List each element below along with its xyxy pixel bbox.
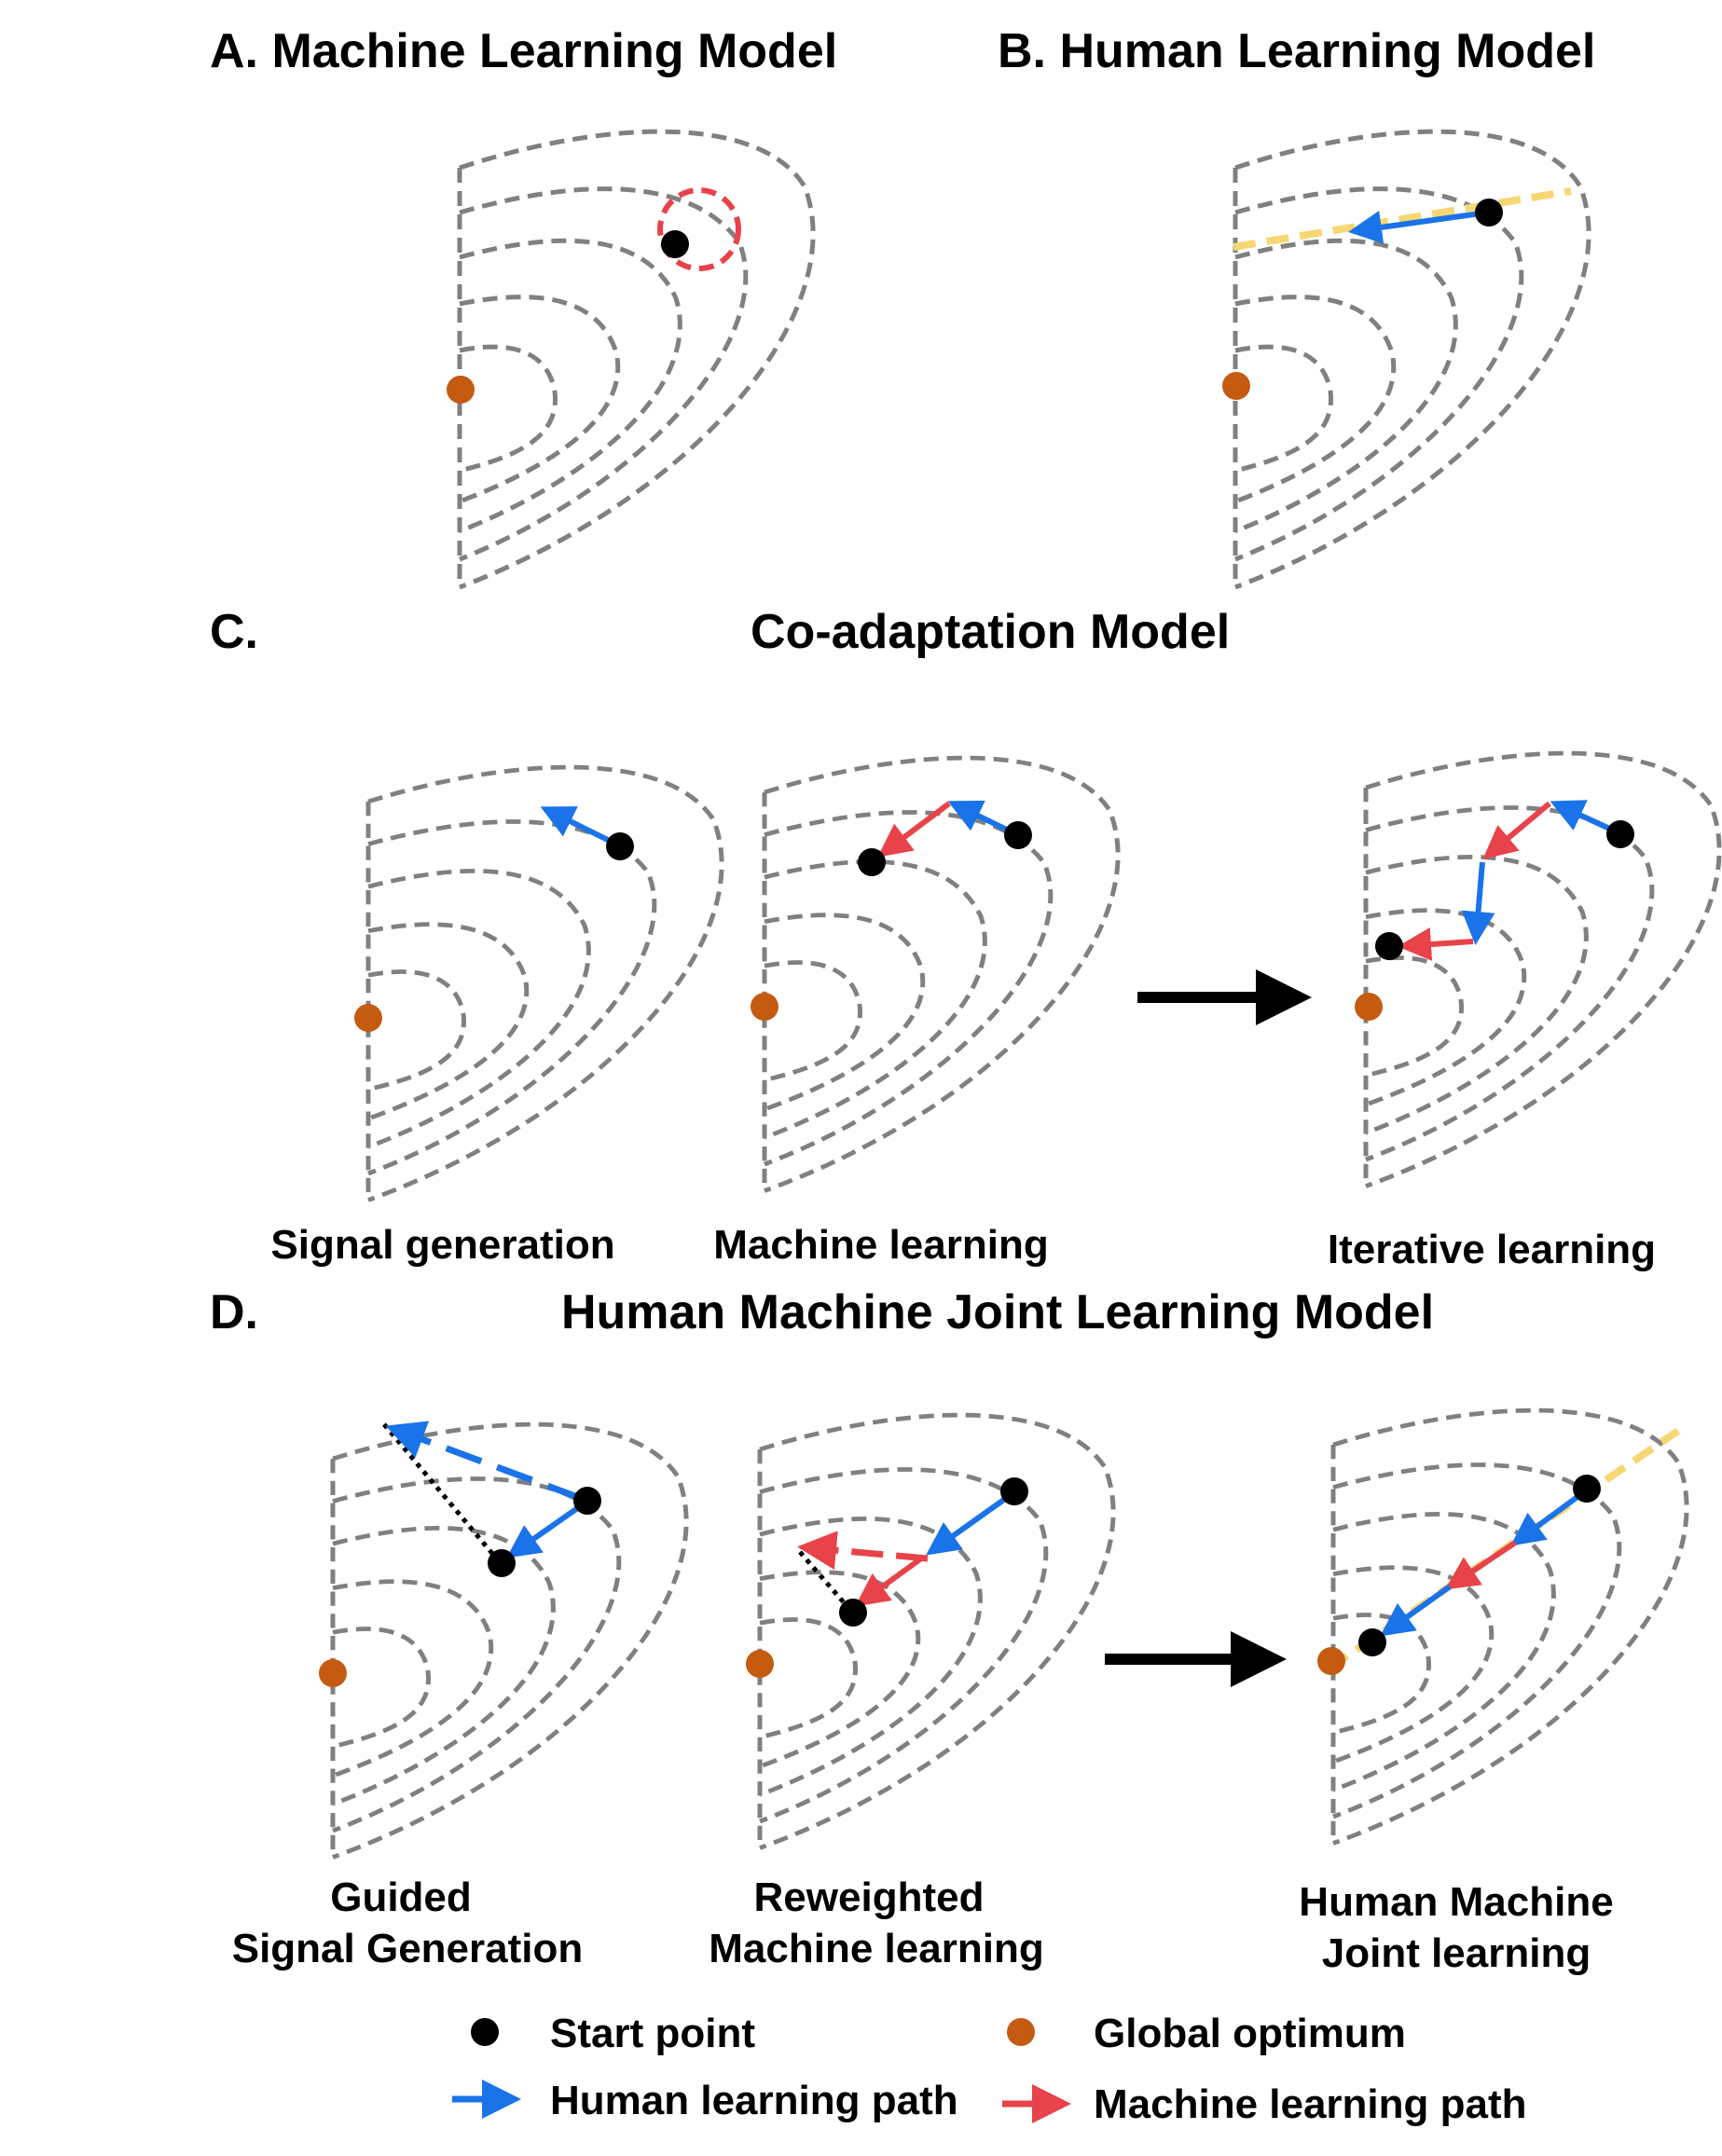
legend-start-point-icon: [471, 2018, 499, 2046]
panel-c-sub2: Machine learning: [713, 758, 1118, 1268]
human-path-arrow: [926, 1491, 1013, 1556]
panel-a-contours: [460, 131, 813, 587]
start-point-marker: [1004, 821, 1032, 849]
start-point-marker: [661, 230, 689, 258]
start-point-marker: [1000, 1477, 1028, 1505]
start-point-marker: [1573, 1475, 1601, 1503]
global-optimum-marker: [746, 1650, 774, 1678]
caption-guided-line2: Signal Generation: [232, 1926, 584, 1971]
human-path-arrow: [506, 1500, 587, 1559]
human-path-arrow: [1348, 210, 1488, 244]
panel-b: B. Human Learning Model: [998, 24, 1595, 587]
panel-d-letter: D.: [210, 1285, 258, 1339]
current-point-marker: [858, 848, 886, 876]
machine-path-dashed-arrow: [797, 1531, 929, 1571]
global-optimum-marker: [1317, 1647, 1345, 1675]
panel-d-sub3: Human Machine Joint learning: [1299, 1410, 1687, 1976]
human-path-arrow: [1461, 861, 1495, 945]
current-point-marker: [488, 1549, 516, 1577]
human-path-arrow: [1380, 1584, 1452, 1637]
panel-c: C. Co-adaptation Model Signal generation…: [210, 605, 1719, 1272]
panel-c-sub3: Iterative learning: [1328, 753, 1719, 1272]
panel-c-letter: C.: [210, 605, 258, 659]
global-optimum-marker: [354, 1004, 382, 1032]
global-optimum-marker: [1222, 372, 1250, 400]
panel-a: A. Machine Learning Model: [210, 24, 837, 587]
current-point-marker: [1358, 1628, 1386, 1656]
global-optimum-marker: [1355, 993, 1383, 1021]
panel-d-title: Human Machine Joint Learning Model: [561, 1285, 1434, 1339]
local-region-marker: [657, 187, 741, 271]
start-point-marker: [1606, 820, 1634, 848]
guide-dotted-line: [798, 1550, 850, 1610]
global-optimum-marker: [751, 993, 778, 1021]
caption-iterative-learning: Iterative learning: [1328, 1227, 1656, 1272]
start-point-marker: [573, 1487, 601, 1515]
panel-d-sub1: Guided Signal Generation: [232, 1421, 686, 1971]
guide-dotted-line: [382, 1422, 501, 1563]
legend-human-path-label: Human learning path: [550, 2078, 958, 2123]
caption-joint-line1: Human Machine: [1299, 1879, 1613, 1925]
panel-d: D. Human Machine Joint Learning Model Gu…: [210, 1285, 1687, 1976]
panel-a-title: A. Machine Learning Model: [210, 24, 837, 78]
caption-machine-learning: Machine learning: [713, 1222, 1048, 1268]
panel-d-sub2: Reweighted Machine learning: [709, 1415, 1113, 1971]
caption-reweighted-line1: Reweighted: [754, 1874, 985, 1920]
caption-joint-line2: Joint learning: [1322, 1930, 1591, 1976]
guide-line: [1233, 187, 1572, 251]
machine-path-arrow: [1482, 801, 1551, 859]
legend-machine-path-label: Machine learning path: [1094, 2081, 1527, 2127]
current-point-marker: [839, 1599, 867, 1627]
machine-path-arrow: [1398, 927, 1474, 961]
machine-path-arrow: [877, 801, 951, 858]
caption-guided-line1: Guided: [330, 1874, 472, 1920]
human-path-arrow: [1550, 800, 1619, 835]
human-path-arrow: [540, 806, 617, 846]
human-path-arrow: [1510, 1489, 1587, 1546]
panel-c-title: Co-adaptation Model: [751, 605, 1230, 659]
panel-b-title: B. Human Learning Model: [998, 24, 1595, 78]
caption-reweighted-line2: Machine learning: [709, 1926, 1043, 1971]
machine-path-arrow: [1445, 1540, 1517, 1590]
caption-signal-generation: Signal generation: [270, 1222, 614, 1268]
legend-global-optimum-icon: [1007, 2018, 1035, 2046]
start-point-marker: [1475, 199, 1503, 227]
global-optimum-marker: [447, 376, 475, 404]
legend-global-optimum-label: Global optimum: [1094, 2011, 1406, 2056]
global-optimum-marker: [319, 1659, 347, 1687]
current-point-marker: [1375, 932, 1403, 960]
legend: Start point Global optimum Human learnin…: [452, 2011, 1527, 2127]
panel-c-sub1: Signal generation: [270, 767, 722, 1268]
machine-path-arrow: [855, 1556, 923, 1607]
start-point-marker: [606, 832, 634, 860]
legend-start-point-label: Start point: [550, 2011, 755, 2056]
human-path-dashed-arrow: [385, 1421, 585, 1503]
